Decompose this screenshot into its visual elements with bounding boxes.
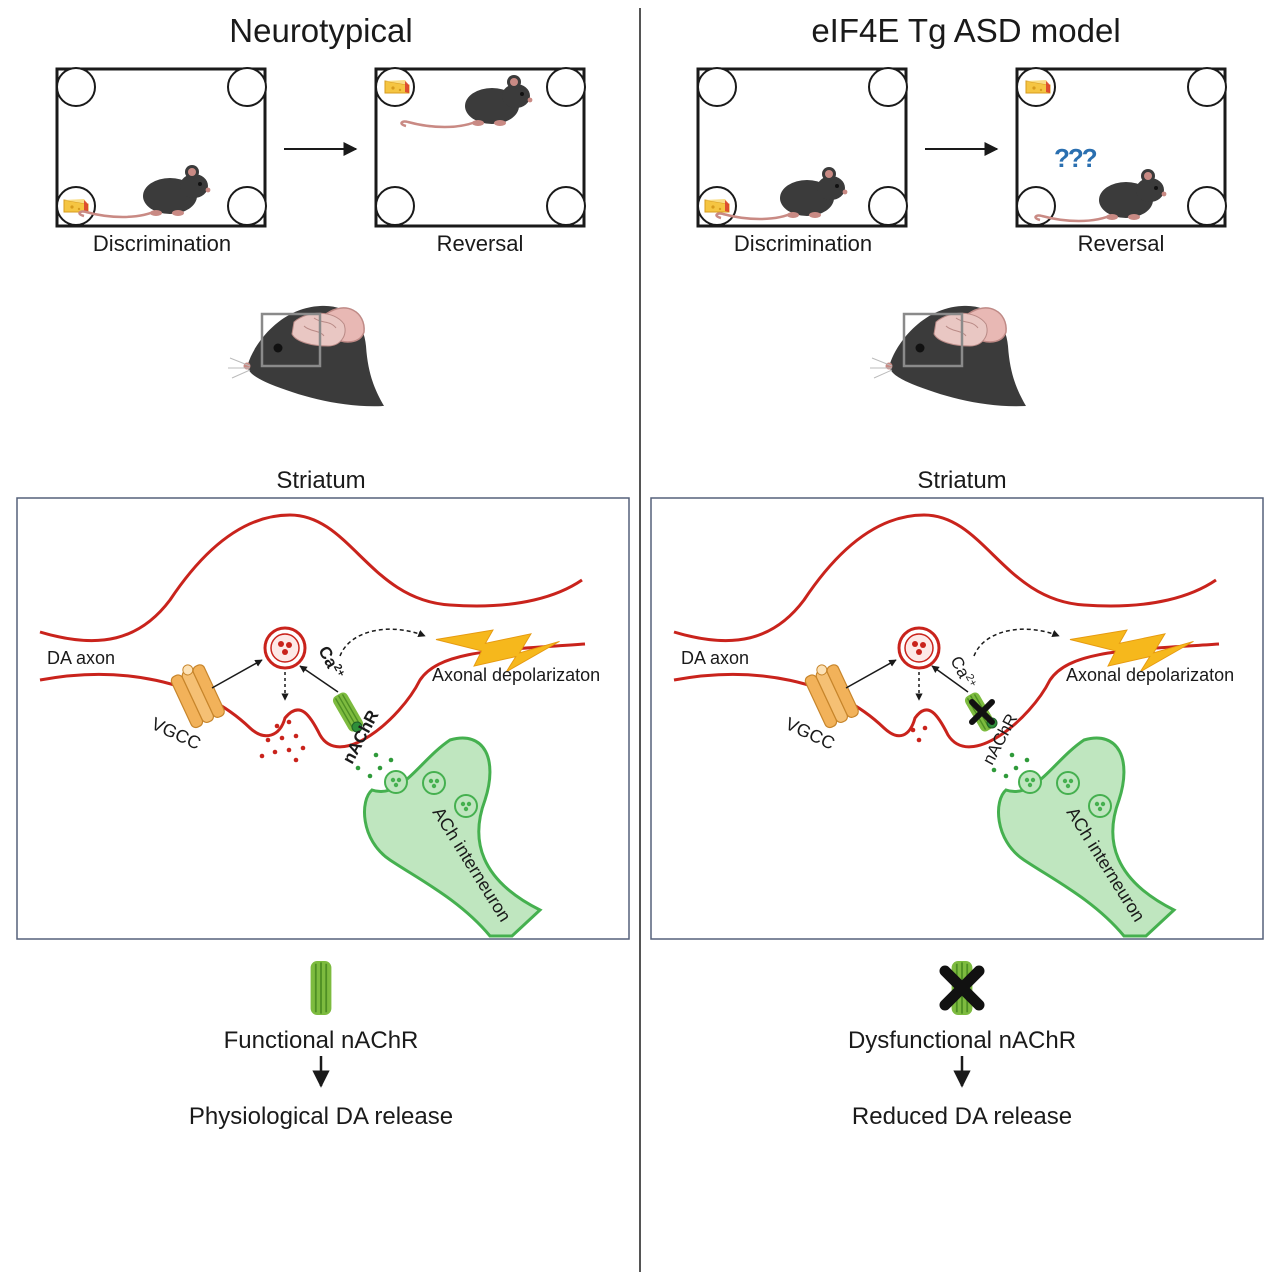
cheese-icon [704, 198, 730, 213]
mouse-brain-icon [226, 304, 386, 408]
right-discrimination-arena [696, 67, 908, 228]
blocked-cross-icon [969, 699, 995, 725]
reversal-label: Reversal [1078, 231, 1165, 256]
right-panel: eIF4E Tg ASD model ??? Discrimination Re… [650, 12, 1264, 1130]
reversal-label: Reversal [437, 231, 524, 256]
depolarization-arrow [973, 628, 1060, 657]
confusion-marks: ??? [1054, 143, 1097, 173]
depolarization-arrow [339, 628, 426, 657]
cheese-icon [63, 198, 89, 213]
right-reversal-arena: ??? [1015, 67, 1227, 228]
da-axon-label: DA axon [47, 648, 115, 668]
mouse-brain-icon [868, 304, 1028, 408]
da-vesicle [263, 626, 307, 670]
left-reversal-arena [374, 67, 586, 228]
cheese-icon [1025, 79, 1051, 94]
depolarization-label: Axonal depolarizaton [432, 665, 600, 685]
left-panel: Neurotypical Discrimination Reversal Str… [16, 12, 630, 1130]
outcome-label: Physiological DA release [189, 1103, 453, 1130]
depolarization-label: Axonal depolarizaton [1066, 665, 1234, 685]
striatum-diagram: DA axon VGCC Ca2+ nAChR Axonal depolariz… [650, 497, 1264, 940]
discrimination-label: Discrimination [93, 231, 231, 256]
striatum-label: Striatum [276, 467, 365, 494]
receptor-status: Dysfunctional nAChR [848, 1027, 1076, 1054]
vgcc-to-vesicle-arrow [845, 659, 897, 689]
dysfunctional-receptor-icon [939, 960, 985, 1016]
left-title: Neurotypical [229, 12, 412, 49]
da-axon-label: DA axon [681, 648, 749, 668]
striatum-label: Striatum [917, 467, 1006, 494]
right-title: eIF4E Tg ASD model [811, 12, 1120, 49]
da-vesicle [897, 626, 941, 670]
functional-receptor-icon [309, 960, 333, 1016]
cheese-icon [384, 79, 410, 94]
ach-interneuron [997, 736, 1177, 938]
left-discrimination-arena [55, 67, 267, 228]
receptor-status: Functional nAChR [224, 1027, 419, 1054]
discrimination-label: Discrimination [734, 231, 872, 256]
ach-interneuron [363, 736, 543, 938]
ca-arrow [299, 665, 339, 693]
ca-arrow [931, 665, 969, 693]
vgcc-to-vesicle-arrow [211, 659, 263, 689]
outcome-label: Reduced DA release [852, 1103, 1072, 1130]
striatum-diagram: DA axon VGCC Ca2+ nAChR Axonal depolariz… [16, 497, 630, 940]
